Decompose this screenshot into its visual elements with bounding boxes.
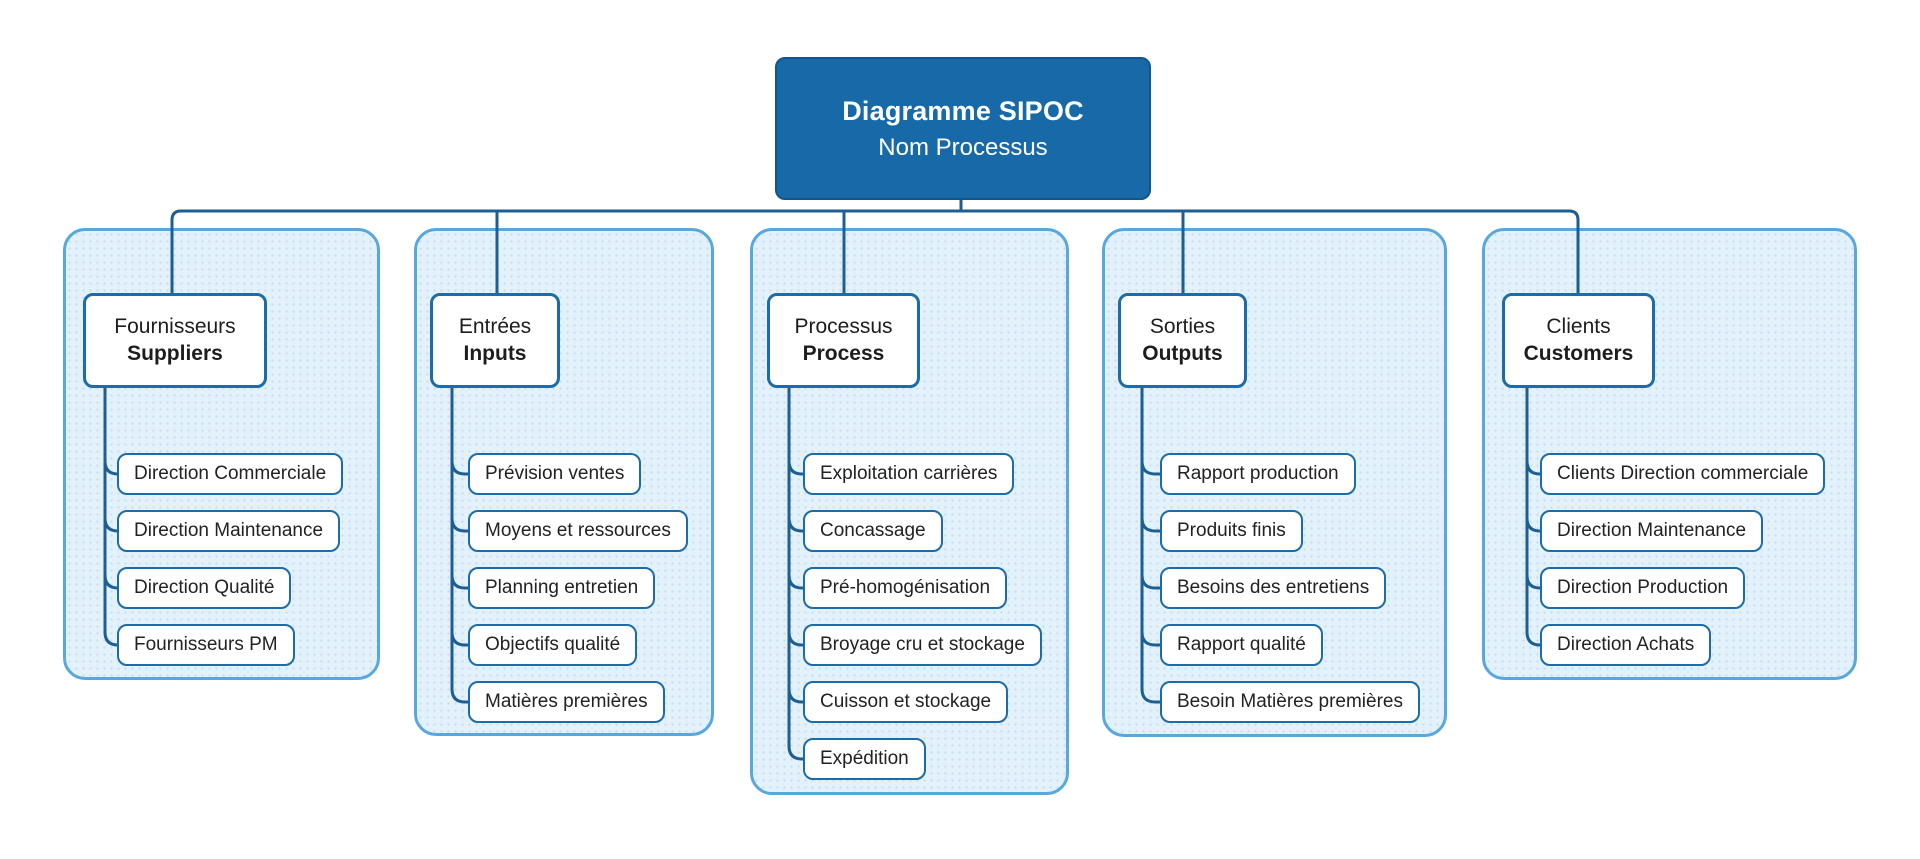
item-list-customers: Clients Direction commerciale Direction … bbox=[1540, 453, 1826, 666]
category-label-en: Customers bbox=[1523, 342, 1634, 365]
diagram-title: Diagramme SIPOC bbox=[842, 95, 1084, 126]
item-node: Pré-homogénisation bbox=[803, 567, 1008, 609]
category-box-suppliers: Fournisseurs Suppliers bbox=[83, 293, 267, 388]
category-label-en: Inputs bbox=[463, 342, 527, 365]
item-node: Objectifs qualité bbox=[468, 624, 638, 666]
process-name: Nom Processus bbox=[878, 133, 1048, 161]
item-node: Direction Maintenance bbox=[117, 510, 341, 552]
category-label-fr: Sorties bbox=[1149, 315, 1216, 338]
item-node: Direction Achats bbox=[1540, 624, 1712, 666]
category-label-en: Suppliers bbox=[127, 342, 223, 365]
item-node: Direction Maintenance bbox=[1540, 510, 1764, 552]
item-list-outputs: Rapport production Produits finis Besoin… bbox=[1160, 453, 1420, 723]
item-node: Moyens et ressources bbox=[468, 510, 688, 552]
item-node: Clients Direction commerciale bbox=[1540, 453, 1826, 495]
item-node: Besoins des entretiens bbox=[1160, 567, 1387, 609]
item-node: Besoin Matières premières bbox=[1160, 681, 1420, 723]
item-node: Cuisson et stockage bbox=[803, 681, 1009, 723]
item-node: Planning entretien bbox=[468, 567, 656, 609]
category-box-outputs: Sorties Outputs bbox=[1118, 293, 1247, 388]
item-node: Direction Commerciale bbox=[117, 453, 344, 495]
item-node: Rapport qualité bbox=[1160, 624, 1323, 666]
category-label-fr: Clients bbox=[1546, 315, 1611, 338]
item-node: Produits finis bbox=[1160, 510, 1303, 552]
item-list-process: Exploitation carrières Concassage Pré-ho… bbox=[803, 453, 1042, 780]
item-node: Prévision ventes bbox=[468, 453, 642, 495]
category-label-en: Process bbox=[802, 342, 885, 365]
item-node: Direction Production bbox=[1540, 567, 1746, 609]
item-node: Direction Qualité bbox=[117, 567, 292, 609]
category-box-process: Processus Process bbox=[767, 293, 920, 388]
category-label-en: Outputs bbox=[1142, 342, 1223, 365]
item-node: Matières premières bbox=[468, 681, 665, 723]
item-node: Broyage cru et stockage bbox=[803, 624, 1042, 666]
category-label-fr: Fournisseurs bbox=[114, 315, 236, 338]
item-node: Fournisseurs PM bbox=[117, 624, 295, 666]
item-node: Exploitation carrières bbox=[803, 453, 1015, 495]
item-node: Expédition bbox=[803, 738, 926, 780]
category-label-fr: Entrées bbox=[458, 315, 532, 338]
item-node: Concassage bbox=[803, 510, 943, 552]
item-list-suppliers: Direction Commerciale Direction Maintena… bbox=[117, 453, 344, 666]
item-node: Rapport production bbox=[1160, 453, 1356, 495]
category-box-inputs: Entrées Inputs bbox=[430, 293, 560, 388]
category-label-fr: Processus bbox=[794, 315, 893, 338]
diagram-title-box: Diagramme SIPOC Nom Processus bbox=[775, 57, 1151, 200]
item-list-inputs: Prévision ventes Moyens et ressources Pl… bbox=[468, 453, 688, 723]
category-box-customers: Clients Customers bbox=[1502, 293, 1655, 388]
